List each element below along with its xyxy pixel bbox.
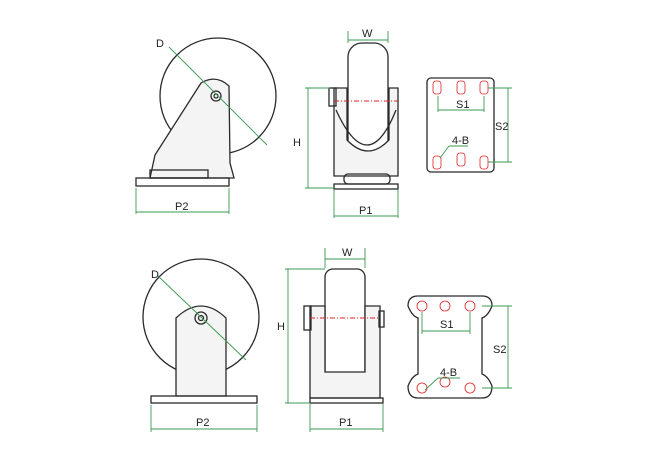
bottom-plate-holes-label: 4-B [440,367,457,379]
bottom-plate-outline [407,295,493,399]
top-side-base-width-label: P2 [175,201,188,213]
top-side-diameter-label: D [156,38,164,50]
top-side-view: D P2 [135,37,277,214]
bottom-mounting-plate: S1 S2 4-B [407,295,512,399]
bottom-front-base-depth-label: P1 [339,417,352,429]
bottom-plate-spacing1-label: S1 [440,319,453,331]
top-front-height-label: H [293,137,301,149]
bottom-plate-hole [464,300,476,312]
bottom-plate-hole [439,300,451,312]
bottom-side-diameter-label: D [151,269,159,281]
bottom-side-view: D P2 [142,258,260,432]
bottom-front-base-plate [309,397,384,404]
top-plate-hole [479,80,489,95]
top-front-bolt [328,87,337,107]
bottom-plate-holes-leader-tip [424,377,439,391]
bottom-front-fork [309,305,381,399]
bottom-plate-hole [416,382,428,394]
top-side-diameter-line [168,46,268,146]
bottom-side-bracket [175,305,227,397]
top-mounting-plate: S1 S2 4-B [426,77,512,173]
top-front-fork-curve [335,109,397,146]
top-plate-spacing1-label: S1 [456,99,469,111]
top-plate-holes-leader-tip [439,145,450,159]
top-plate-spacing2-label: S2 [495,121,508,133]
bottom-front-bolt-right [378,310,385,328]
top-side-base-plate [135,177,230,187]
top-plate-hole [479,155,489,170]
top-front-base-depth-label: P1 [359,205,372,217]
bottom-side-diameter-line [157,275,247,361]
bottom-plate-hole [416,300,428,312]
top-side-bracket [149,78,235,179]
bottom-side-base-width-label: P2 [196,417,209,429]
top-plate-hole [456,80,466,95]
top-front-base-plate [333,183,399,190]
top-side-axle-outer [210,90,222,102]
top-plate-hole [432,80,442,95]
bottom-side-axle-inner [197,314,205,322]
top-side-swivel-ring [149,169,209,179]
top-plate-holes-label: 4-B [452,135,469,147]
bottom-front-wheel-width-label: W [342,247,353,259]
top-plate-hole [456,152,466,167]
bottom-front-height-label: H [277,321,285,333]
top-plate-hole [432,155,442,170]
bottom-side-base-plate [150,395,258,404]
top-front-wheel-width-label: W [362,28,373,40]
top-front-view: W H P1 [293,28,399,218]
top-front-fork [333,87,399,177]
top-plate-outline [426,77,495,173]
bottom-plate-spacing2-label: S2 [493,344,506,356]
bottom-front-view: W H P1 [277,247,385,432]
bottom-side-axle-outer [194,311,208,325]
bottom-plate-hole [464,382,476,394]
bottom-plate-hole [439,376,451,388]
